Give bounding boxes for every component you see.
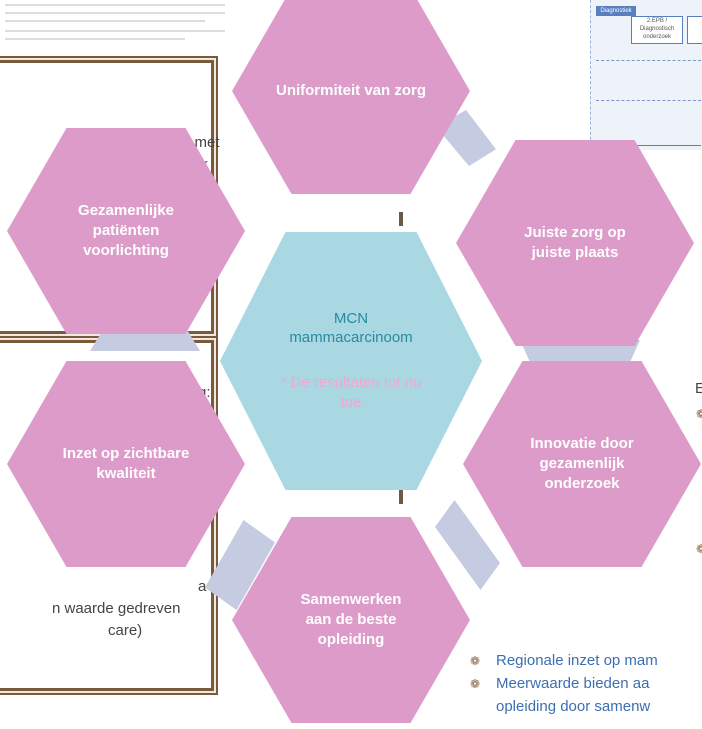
tick-top	[399, 212, 403, 226]
bullet-item-3: opleiding door samenw	[496, 698, 651, 715]
hex-uniformiteit-label: Uniformiteit van zorg	[275, 82, 426, 99]
hex-innovatie-label: Innovatie door gezamenlijk onderzoek	[530, 435, 634, 492]
diagram-box-diagnostiek: Diagnostiek	[596, 6, 636, 16]
right-letter-e: E	[695, 380, 702, 397]
center-title-2: mammacarcinoom	[289, 329, 413, 346]
center-subtitle: * De resultaten tot nu toe	[280, 374, 422, 411]
flowchart-fragment: Diagnostiek 2.EPB / Diagnostisch onderzo…	[590, 0, 702, 150]
bullet-item-1: ❁Regionale inzet op mam	[470, 652, 658, 669]
hex-voorlichting[interactable]: Gezamenlijke patiënten voorlichting	[7, 128, 245, 334]
bullet-item-2: ❁Meerwaarde bieden aa	[470, 675, 650, 692]
left-lower-text-4: care)	[108, 622, 143, 639]
faint-document-text	[0, 0, 230, 45]
diagram-box-epb: 2.EPB / Diagnostisch onderzoek	[631, 16, 683, 44]
hex-center[interactable]: MCN mammacarcinoom * De resultaten tot n…	[220, 232, 482, 490]
bullet-symbol-2: ❁	[696, 542, 702, 556]
center-title-1: MCN	[333, 310, 369, 327]
bullet-icon: ❁	[470, 677, 481, 691]
hex-voorlichting-label: Gezamenlijke patiënten voorlichting	[78, 202, 174, 259]
hex-opleiding-label: Samenwerken aan de beste opleiding	[300, 591, 402, 648]
hex-uniformiteit[interactable]: Uniformiteit van zorg	[232, 0, 470, 194]
hex-juiste-zorg-label: Juiste zorg op juiste plaats	[524, 224, 626, 261]
hex-innovatie[interactable]: Innovatie door gezamenlijk onderzoek	[463, 361, 701, 567]
tick-bottom	[399, 490, 403, 504]
bullet-symbol-1: ❁	[696, 407, 702, 421]
hex-juiste-zorg[interactable]: Juiste zorg op juiste plaats	[456, 140, 694, 346]
bullet-icon: ❁	[470, 654, 481, 668]
hex-kwaliteit-label: Inzet op zichtbare kwaliteit	[62, 445, 190, 482]
left-lower-text-3: n waarde gedreven	[52, 600, 181, 617]
